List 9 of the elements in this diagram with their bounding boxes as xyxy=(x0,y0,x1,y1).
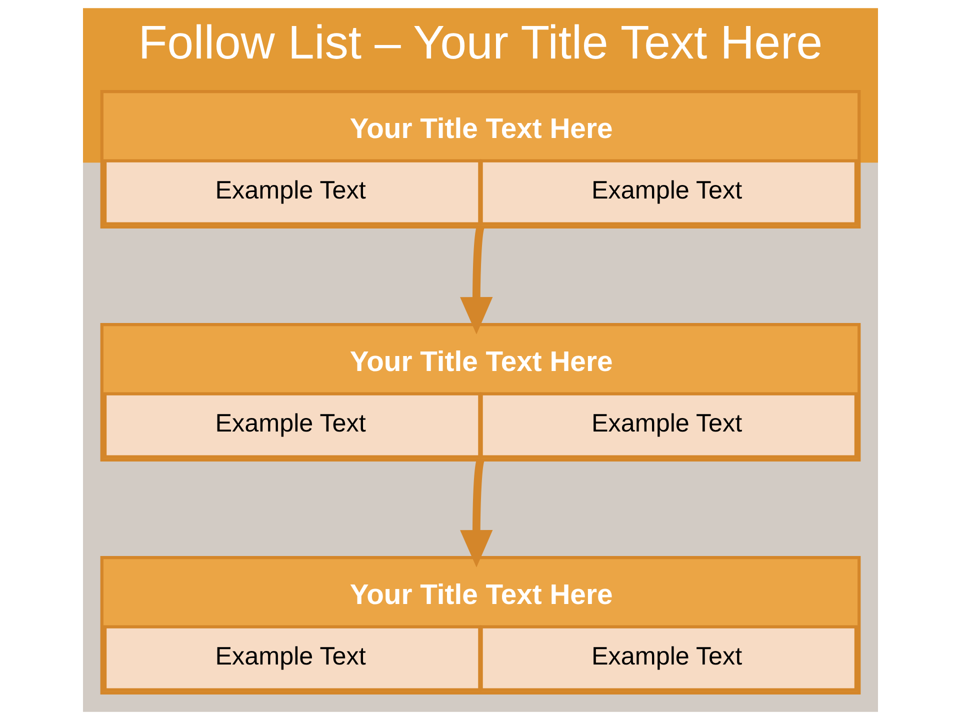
node-box: Example Text xyxy=(102,625,481,692)
node-box: Example Text xyxy=(479,625,858,692)
arrow xyxy=(460,226,492,334)
node-box: Example Text xyxy=(102,159,481,226)
diagram-title: Follow List – Your Title Text Here xyxy=(138,16,822,70)
arrow xyxy=(460,459,492,568)
node-box: Example Text xyxy=(479,392,858,458)
node-box: Example Text xyxy=(479,159,858,226)
node-box: Example Text xyxy=(102,392,481,458)
